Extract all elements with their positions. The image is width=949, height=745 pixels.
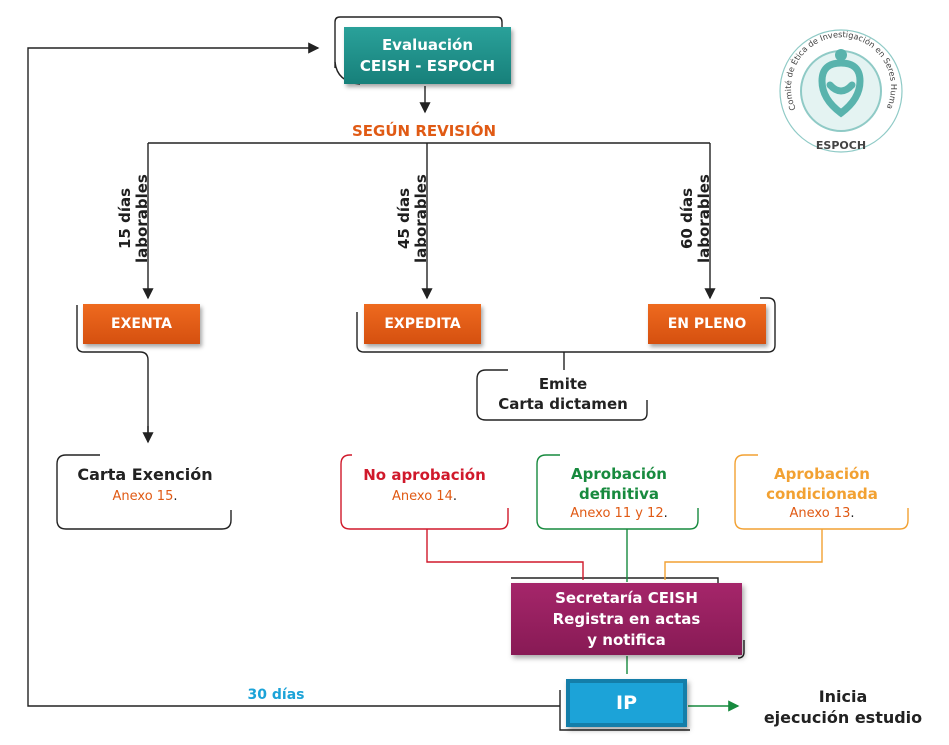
no-aprobacion-annex: Anexo 14 xyxy=(392,489,453,504)
exencion-annex: Anexo 15 xyxy=(112,489,174,504)
loop-line xyxy=(27,42,560,707)
expedita-box: EXPEDITA xyxy=(364,304,481,344)
condicionada-dot: . xyxy=(850,506,855,521)
no-aprobacion-connector xyxy=(426,529,584,580)
no-aprobacion-dot: . xyxy=(452,489,457,504)
duration-45-line1: 45 días xyxy=(395,187,413,250)
duration-15: 15 días laborables xyxy=(116,166,151,271)
final-line1: Inicia xyxy=(818,687,868,706)
ip-box: IP xyxy=(566,679,687,727)
ip-outline xyxy=(559,690,690,731)
no-aprobacion-outline xyxy=(340,454,509,530)
condicionada-line1: Aprobación xyxy=(774,465,870,483)
condicionada-annex: Anexo 13 xyxy=(789,506,851,521)
dictamen-outline xyxy=(476,369,648,421)
dictamen-line1: Emite xyxy=(538,375,588,393)
definitiva-dot: . xyxy=(663,506,668,521)
secretaria-outline-side xyxy=(737,640,745,659)
no-aprobacion: No aprobación Anexo 14. xyxy=(343,464,506,508)
secretaria-line1: Secretaría CEISH xyxy=(555,588,698,607)
exencion-title: Carta Exención xyxy=(77,465,213,484)
condicionada-connector xyxy=(664,529,823,580)
review-label: SEGÚN REVISIÓN xyxy=(352,122,496,140)
duration-60: 60 días laborables xyxy=(678,166,713,271)
secretaria-line3: y notifica xyxy=(587,630,666,649)
ceish-seal-logo: Comité de Ética de Investigación en Sere… xyxy=(778,23,903,153)
header-outline xyxy=(334,16,503,68)
definitiva-line2: definitiva xyxy=(578,485,660,503)
secretaria-box: Secretaría CEISH Registra en actas y not… xyxy=(511,583,742,655)
seal-head-icon xyxy=(835,49,847,61)
duration-15-line1: 15 días xyxy=(116,187,134,250)
definitiva-outline xyxy=(536,454,699,530)
condicionada-line2: condicionada xyxy=(766,485,878,503)
dictamen-line2: Carta dictamen xyxy=(498,395,628,413)
exenta-connector xyxy=(76,305,149,440)
final-line2: ejecución estudio xyxy=(763,708,923,727)
definitiva-annex: Anexo 11 y 12 xyxy=(570,506,664,521)
outcome-bracket xyxy=(356,297,776,353)
aprobacion-condicionada: Aprobación condicionada Anexo 13. xyxy=(738,464,906,524)
no-aprobacion-title: No aprobación xyxy=(363,466,486,484)
evaluacion-box: Evaluación CEISH - ESPOCH xyxy=(344,27,511,84)
evaluacion-line1: Evaluación xyxy=(381,35,474,54)
exencion-outline xyxy=(56,454,232,530)
duration-60-line1: 60 días xyxy=(678,187,696,250)
secretaria-line2: Registra en actas xyxy=(552,609,701,628)
aprobacion-definitiva: Aprobación definitiva Anexo 11 y 12. xyxy=(540,464,698,524)
final-label: Inicia ejecución estudio xyxy=(747,686,939,728)
dictamen-label: Emite Carta dictamen xyxy=(478,374,648,414)
exencion-dot: . xyxy=(173,489,178,504)
seal-name: ESPOCH xyxy=(816,139,866,152)
evaluacion-line2: CEISH - ESPOCH xyxy=(359,56,496,75)
duration-60-line2: laborables xyxy=(695,174,713,263)
condicionada-outline xyxy=(734,454,909,530)
definitiva-line1: Aprobación xyxy=(571,465,667,483)
carta-exencion: Carta Exención Anexo 15. xyxy=(60,464,230,508)
en-pleno-box: EN PLENO xyxy=(648,304,766,344)
loop-label: 30 días xyxy=(247,687,305,703)
duration-45-line2: laborables xyxy=(412,174,430,263)
seal-emblem-icon xyxy=(818,59,864,118)
duration-15-line2: laborables xyxy=(133,174,151,263)
exenta-box: EXENTA xyxy=(83,304,200,344)
duration-45: 45 días laborables xyxy=(395,166,430,271)
